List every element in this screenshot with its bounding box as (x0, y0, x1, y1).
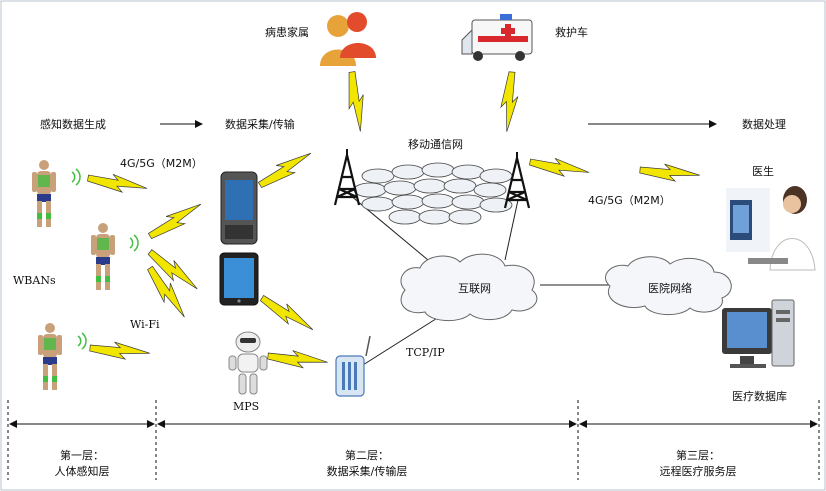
wbans-label: WBANs (13, 274, 56, 287)
mps-label: MPS (233, 400, 260, 413)
tablet-icon (219, 252, 259, 306)
lightning-icon (257, 290, 318, 337)
doctor-icon (726, 186, 816, 271)
layer-3-title: 第三层： (676, 449, 720, 462)
layer-2-title: 第二层： (345, 449, 389, 462)
tower-icon (333, 147, 361, 207)
lightning-icon (86, 169, 149, 197)
flow-label-sensing: 感知数据生成 (40, 118, 106, 131)
person-icon (32, 160, 56, 227)
signal-arcs (71, 168, 139, 350)
doctor-label: 医生 (752, 165, 774, 178)
m2m-left-label: 4G/5G（M2M） (120, 157, 203, 170)
tcpip-label: TCP/IP (406, 346, 445, 359)
ambulance-icon (461, 14, 533, 61)
lightning-icon (145, 197, 206, 244)
layer-3-name: 远程医疗服务层 (659, 465, 737, 478)
robot-icon (228, 331, 268, 395)
ambulance-label: 救护车 (555, 26, 588, 39)
lightning-icon (255, 146, 316, 193)
flow-label-collection: 数据采集/传输 (225, 118, 295, 131)
family-label: 病患家属 (265, 26, 309, 39)
internet-label: 互联网 (458, 282, 491, 295)
router-icon (335, 335, 371, 397)
family-icon (320, 12, 376, 66)
lightning-icon (343, 70, 369, 133)
hospital-network-label: 医院网络 (648, 282, 692, 295)
layer-1-title: 第一层： (60, 449, 104, 462)
layer-divider (7, 400, 820, 480)
lightning-icon (498, 70, 521, 133)
person-icon (38, 323, 62, 390)
layer-2-name: 数据采集/传输层 (326, 465, 408, 478)
cloud-icon (400, 253, 538, 321)
person-icon (91, 223, 115, 290)
mobile-network-label: 移动通信网 (408, 138, 463, 151)
lightning-icon (638, 161, 701, 184)
lightning-icon (88, 339, 151, 362)
database-label: 医疗数据库 (732, 390, 787, 403)
cloud-icon (605, 256, 732, 315)
layer-1-name: 人体感知层 (54, 465, 110, 478)
monitor-icon (722, 299, 795, 368)
lightning-icon (266, 347, 329, 371)
wifi-label: Wi-Fi (130, 318, 160, 331)
m2m-right-label: 4G/5G（M2M） (588, 194, 671, 207)
lightning-icon (528, 153, 591, 181)
mobile-network-mesh (353, 162, 513, 225)
flow-label-processing: 数据处理 (742, 118, 786, 131)
smartphone-icon (220, 171, 258, 245)
